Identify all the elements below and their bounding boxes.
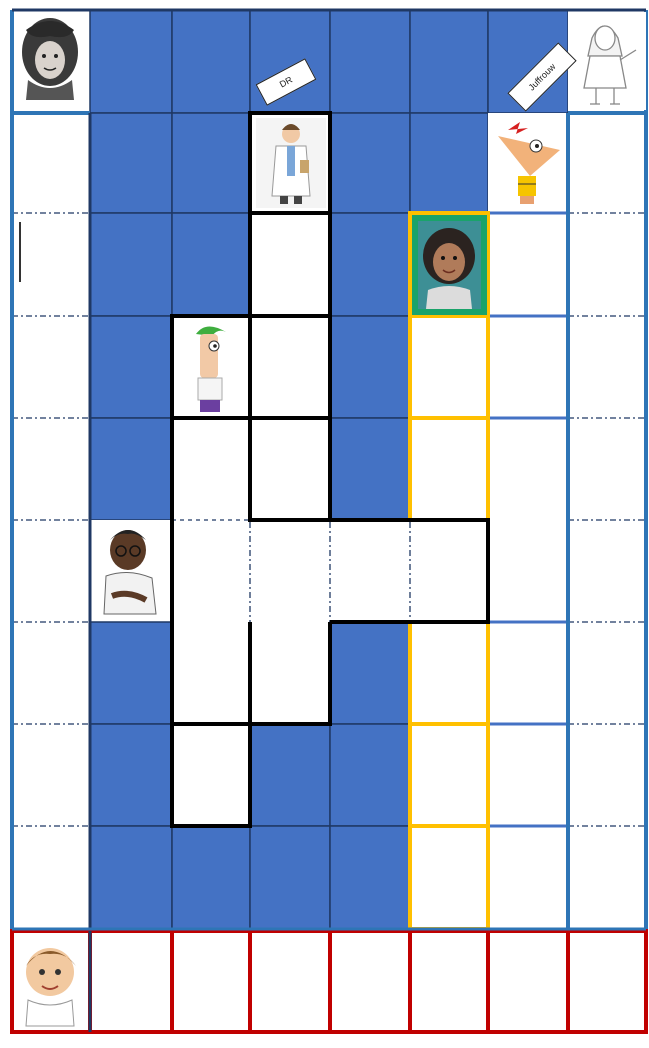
blue-cell [172,213,250,316]
girl-curly-hair-icon [14,12,88,110]
blue-cell [90,213,172,316]
white-cell [250,316,330,418]
white-cell [488,724,568,826]
white-cell [410,418,488,520]
white-cell [488,520,568,622]
white-cell [410,826,488,929]
phineas-icon [493,118,563,210]
white-cell [330,520,410,622]
white-cell [410,520,488,622]
blue-cell [250,724,330,826]
white-cell [568,213,646,316]
white-cell [488,826,568,929]
ferb-icon [176,320,246,414]
white-cell [568,724,646,826]
white-cell [488,418,568,520]
blue-cell [330,316,410,418]
white-cell [568,113,646,213]
woman-teacher-icon [570,12,646,110]
white-cell [250,213,330,316]
blue-cell [410,113,488,213]
blue-cell [330,213,410,316]
white-cell [12,826,90,929]
white-cell [410,622,488,724]
blue-cell [410,10,488,113]
white-cell [12,316,90,418]
white-cell [488,622,568,724]
blue-cell [90,418,172,520]
white-cell [12,622,90,724]
blue-cell [330,418,410,520]
blue-cell [90,113,172,213]
white-cell [12,724,90,826]
white-cell [568,418,646,520]
white-cell [172,622,250,724]
white-cell [410,316,488,418]
white-cell [12,418,90,520]
white-cell [250,622,330,724]
girl-green-frame-icon [412,215,487,315]
blue-cell [90,826,172,929]
blue-cell [330,724,410,826]
blue-cell [330,10,410,113]
blue-cell [90,622,172,724]
white-cell [488,213,568,316]
white-cell [568,316,646,418]
boy-glasses-icon [96,524,168,618]
blue-cell [330,622,410,724]
blue-cell [330,113,410,213]
blue-cell [90,724,172,826]
white-cell [12,520,90,622]
white-cell [12,213,90,316]
white-cell [172,520,250,622]
blue-cell [172,10,250,113]
white-cell [12,113,90,213]
white-cell [568,520,646,622]
blue-cell [90,316,172,418]
white-cell [250,520,330,622]
white-cell [568,826,646,929]
blue-cell [330,826,410,929]
white-cell [172,724,250,826]
blue-cell [90,10,172,113]
bottom-row [12,931,646,1032]
white-cell [250,418,330,520]
doctor-icon [256,118,326,208]
white-cell [410,724,488,826]
blue-cell [250,826,330,929]
white-cell [172,418,250,520]
blue-cell [172,826,250,929]
boy-bottom-icon [16,936,86,1028]
white-cell [488,316,568,418]
white-cell [568,622,646,724]
blue-cell [172,113,250,213]
